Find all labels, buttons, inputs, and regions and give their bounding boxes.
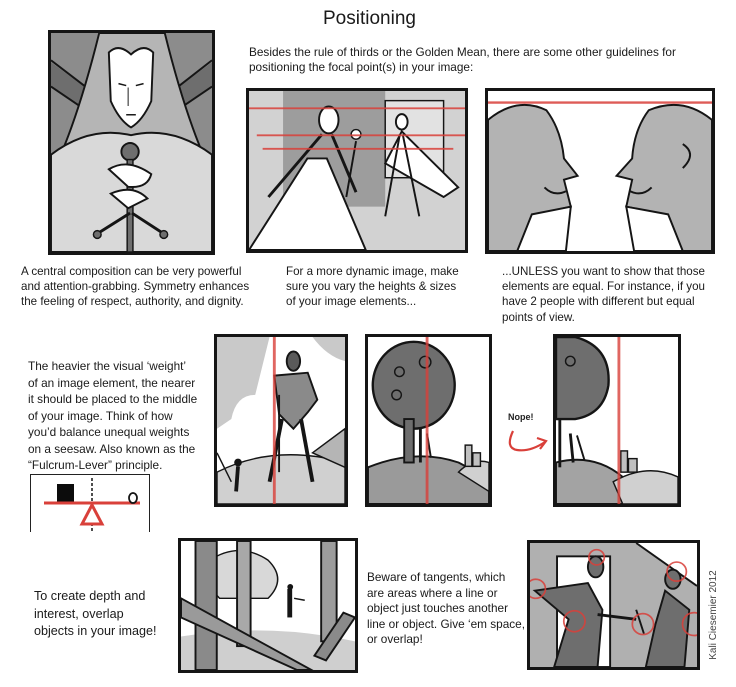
forest-overlap-illustration (181, 541, 355, 670)
seesaw-illustration (43, 477, 140, 532)
two-profiles-illustration (488, 91, 712, 251)
tangents-illustration (530, 543, 697, 667)
panel-tree-edge (553, 334, 681, 507)
nope-label: Nope! (508, 412, 534, 422)
artist-credit: Kali Ciesemier 2012 (708, 570, 719, 660)
panel-two-profiles (485, 88, 715, 254)
intro-text: Besides the rule of thirds or the Golden… (249, 45, 676, 75)
seesaw-diagram (30, 474, 150, 532)
caption-visual-weight: The heavier the visual ‘weight’ of an im… (28, 359, 198, 472)
panel-giant-and-child (214, 334, 348, 507)
tree-edge-illustration (556, 337, 678, 504)
tree-centered-illustration (368, 337, 489, 504)
caption-overlap: To create depth and interest, overlap ob… (34, 589, 157, 638)
panel-tangents (527, 540, 700, 670)
panel-forest-overlap (178, 538, 358, 673)
giant-and-child-illustration (217, 337, 345, 504)
central-figure-illustration (51, 33, 212, 252)
caption-dynamic-image: For a more dynamic image, make sure you … (286, 265, 459, 309)
caption-unless-equal: ...UNLESS you want to show that those el… (502, 265, 705, 324)
caption-central-composition: A central composition can be very powerf… (21, 265, 250, 309)
caption-tangents: Beware of tangents, which are areas wher… (367, 570, 526, 646)
panel-walking-figures (246, 88, 468, 253)
panel-central-figure (48, 30, 215, 255)
panel-tree-centered (365, 334, 492, 507)
red-arrow-icon (508, 430, 548, 452)
walking-figures-illustration (249, 91, 465, 250)
